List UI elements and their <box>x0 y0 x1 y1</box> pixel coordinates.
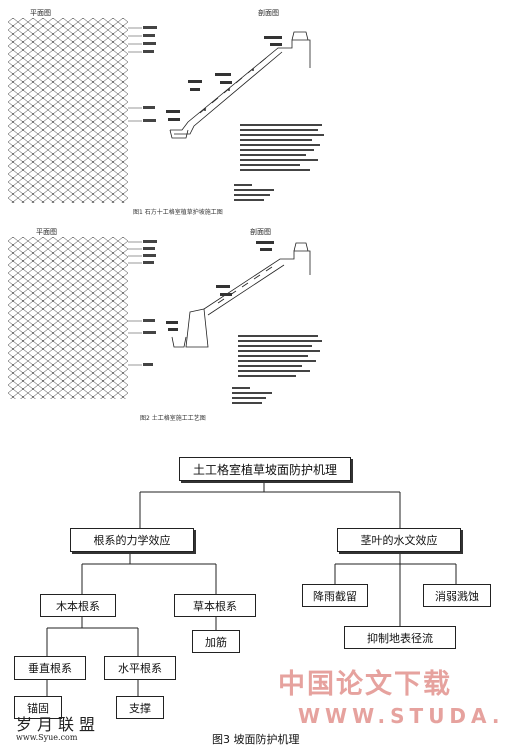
fig2-caption: 图2 土工格室施工工艺图 <box>140 415 206 422</box>
fig1-plan-grid <box>8 18 128 203</box>
fig2-plan-grid <box>8 237 128 399</box>
watermark-url: WWW.STUDA. <box>298 704 505 728</box>
node-runoff: 抑制地表径流 <box>344 626 456 649</box>
node-support: 支撑 <box>116 696 164 719</box>
node-herb: 草本根系 <box>174 594 256 617</box>
fig2-plan-annotations <box>128 240 157 366</box>
node-rain: 降雨截留 <box>302 584 368 607</box>
fig1-section-title: 剖面图 <box>258 9 279 17</box>
node-erosion: 消弱溅蚀 <box>423 584 491 607</box>
node-anchor: 锚固 <box>14 696 62 719</box>
fig3-caption: 图3 坡面防护机理 <box>212 733 300 746</box>
fig3-connectors <box>46 480 457 696</box>
node-hydro: 茎叶的水文效应 <box>337 528 461 552</box>
node-vertical: 垂直根系 <box>14 656 86 680</box>
node-horizontal: 水平根系 <box>104 656 176 680</box>
fig1-caption: 图1 石方十工格室植草护坡施工图 <box>133 209 223 216</box>
fig1-plan-annotations <box>128 26 157 122</box>
watermark-cn: 中国论文下载 <box>278 669 452 700</box>
fig2-section-title: 剖面图 <box>250 228 271 236</box>
logo-cn: 岁月联盟 <box>16 715 101 734</box>
fig1-plan-title: 平面图 <box>30 9 51 17</box>
fig2-plan-title: 平面图 <box>36 228 57 236</box>
node-mech: 根系的力学效应 <box>70 528 194 552</box>
logo-url: www.Syue.com <box>16 733 78 742</box>
node-root: 土工格室植草坡面防护机理 <box>179 457 351 481</box>
fig1-section-drawing <box>166 31 324 201</box>
node-reinforce: 加筋 <box>192 630 240 653</box>
fig2-section-drawing <box>166 241 322 404</box>
node-woody: 木本根系 <box>40 594 116 617</box>
